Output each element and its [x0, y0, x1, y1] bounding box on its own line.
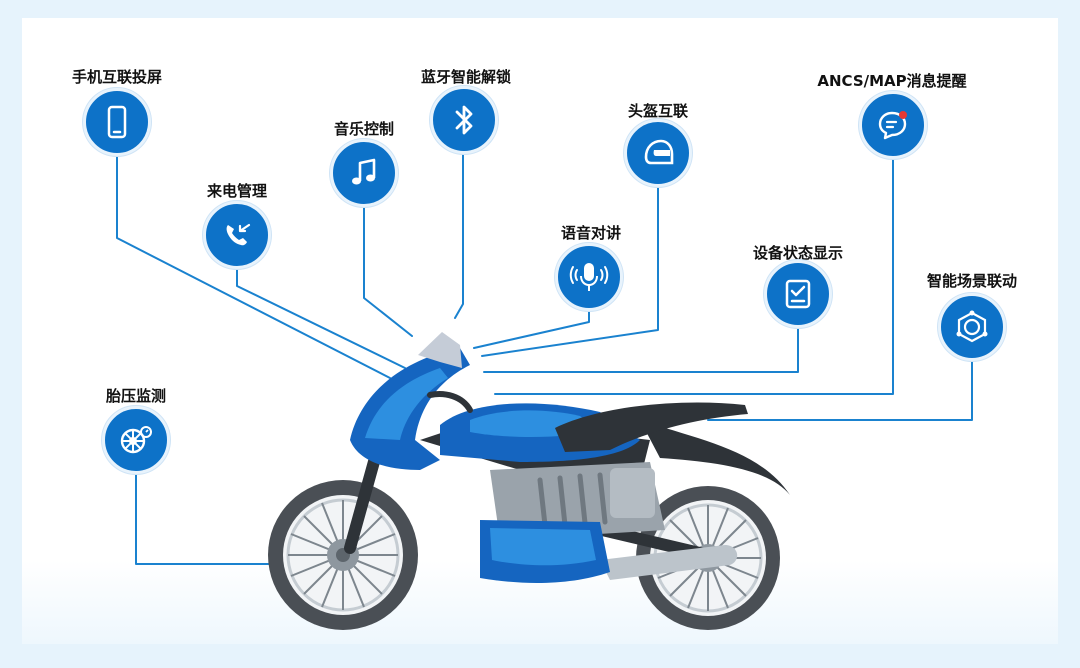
handlebar: [427, 391, 473, 413]
engine: [490, 462, 665, 540]
label-intercom: 语音对讲: [560, 224, 622, 242]
connector-tpms: [135, 469, 273, 565]
connector-phone-cast: [116, 151, 391, 379]
music-note-icon: [330, 139, 398, 207]
exhaust-pipe: [600, 545, 738, 580]
phone-icon: [83, 88, 151, 156]
connector-bt-unlock: [454, 149, 464, 319]
label-scene: 智能场景联动: [926, 272, 1018, 290]
label-music: 音乐控制: [333, 120, 395, 138]
seat: [555, 402, 748, 452]
microphone-icon: [555, 243, 623, 311]
connector-ancs: [494, 153, 894, 395]
bluetooth-icon: [430, 86, 498, 154]
label-tpms: 胎压监测: [105, 387, 167, 405]
label-call-mgmt: 来电管理: [206, 182, 268, 200]
device-status-icon: [764, 260, 832, 328]
connector-intercom: [473, 305, 590, 349]
rear-fender: [640, 420, 790, 495]
front-wheel: [268, 480, 418, 630]
label-helmet: 头盔互联: [627, 102, 689, 120]
windscreen: [418, 332, 462, 368]
connector-music: [363, 201, 413, 337]
connector-helmet: [481, 181, 659, 357]
label-ancs: ANCS/MAP消息提醒: [817, 72, 967, 90]
label-phone-cast: 手机互联投屏: [71, 68, 163, 86]
connector-device-status: [483, 323, 799, 373]
scene-link-icon: [938, 293, 1006, 361]
incoming-call-icon: [203, 201, 271, 269]
message-bubble-icon: [859, 91, 927, 159]
connector-scene: [707, 356, 973, 421]
label-device-status: 设备状态显示: [752, 244, 844, 262]
helmet-icon: [624, 119, 692, 187]
label-bt-unlock: 蓝牙智能解锁: [420, 68, 512, 86]
tire-pressure-icon: [102, 406, 170, 474]
connector-call-mgmt: [236, 263, 406, 369]
